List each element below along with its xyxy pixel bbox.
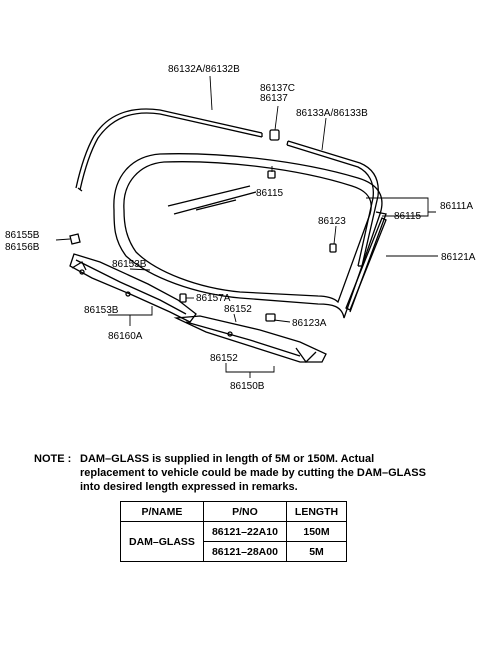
label-cowl-fastener: 86123A: [292, 318, 327, 329]
note-block: NOTE : DAM–GLASS is supplied in length o…: [34, 452, 434, 494]
cell-length: 5M: [285, 541, 348, 562]
label-top-molding: 86132A/86132B: [168, 64, 240, 75]
label-dam-upper: 86115: [394, 211, 422, 222]
cowl-lower: [173, 315, 327, 363]
label-side-molding: 86133A/86133B: [296, 108, 368, 119]
table-row: DAM–GLASS 86121–22A10 150M: [120, 521, 348, 562]
label-dam-center: 86115: [256, 188, 284, 199]
label-cowl-seal-a: 86152: [224, 304, 252, 315]
header-pno: P/NO: [202, 501, 287, 522]
cowl-upper: [69, 253, 197, 323]
label-clip-top-2: 86137: [260, 93, 288, 104]
top-molding: [75, 108, 263, 189]
label-fastener-left-2: 86156B: [5, 242, 40, 253]
cell-pno: 86121–22A10: [202, 521, 287, 542]
parts-table: P/NAME P/NO LENGTH DAM–GLASS 86121–22A10…: [120, 501, 348, 562]
label-cowl-mold-b: 86153B: [84, 305, 119, 316]
note-prefix: NOTE :: [34, 453, 72, 465]
cell-part-name: DAM–GLASS: [120, 521, 204, 562]
label-cowl-mold-a: 86153B: [112, 259, 147, 270]
label-cowl-assy-b: 86150B: [230, 381, 265, 392]
windshield-exploded-diagram: 86132A/86132B 86137C 86137 86133A/86133B…: [5, 64, 476, 392]
cell-pno: 86121–28A00: [202, 541, 287, 562]
label-clip-top-1: 86137C: [260, 83, 295, 94]
cowl-clip: [179, 293, 187, 303]
table-row: 86121–28A00 5M: [121, 541, 348, 562]
header-length: LENGTH: [285, 501, 348, 522]
label-cowl-assy-a: 86160A: [108, 331, 143, 342]
clip-center: [267, 170, 276, 179]
fastener-left: [69, 233, 81, 245]
cell-length: 150M: [285, 521, 348, 542]
side-molding: [287, 140, 379, 267]
table-header-row: P/NAME P/NO LENGTH: [120, 501, 348, 522]
label-fastener-right: 86123: [318, 216, 346, 227]
fastener-right: [329, 243, 337, 253]
windshield-glass: [113, 153, 383, 319]
label-glass: 86111A: [440, 201, 473, 212]
note-text: DAM–GLASS is supplied in length of 5M or…: [80, 453, 426, 493]
label-fastener-left-1: 86155B: [5, 230, 40, 241]
cowl-fastener: [265, 313, 276, 322]
label-cowl-seal-b: 86152: [210, 353, 238, 364]
clip-top: [269, 129, 280, 141]
label-dam-glass: 86121A: [441, 252, 476, 263]
header-pname: P/NAME: [120, 501, 204, 522]
label-cowl-clip: 86157A: [196, 293, 231, 304]
